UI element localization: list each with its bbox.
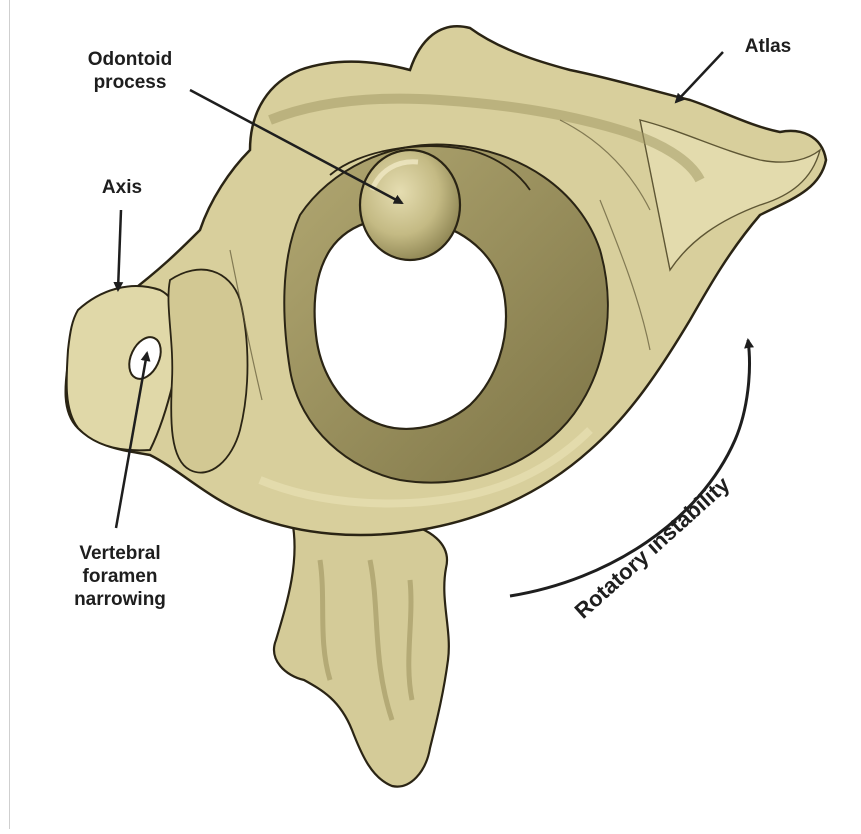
label-vertebral-line-2: foramen (40, 565, 200, 588)
label-vertebral-foramen-narrowing: Vertebral foramen narrowing (40, 542, 200, 611)
label-odontoid-process: Odontoid process (60, 48, 200, 94)
axis-spinous-process (274, 516, 449, 786)
odontoid-process (360, 150, 460, 260)
label-odontoid-line-1: Odontoid (60, 48, 200, 71)
arrow-icon (118, 210, 121, 290)
label-axis: Axis (82, 176, 162, 199)
atlas-left-lateral-mass (168, 270, 247, 473)
arrow-icon (676, 52, 723, 102)
label-odontoid-line-2: process (60, 71, 200, 94)
label-vertebral-line-1: Vertebral (40, 542, 200, 565)
left-border-line (9, 0, 10, 829)
label-vertebral-line-3: narrowing (40, 588, 200, 611)
label-atlas: Atlas (728, 35, 808, 58)
